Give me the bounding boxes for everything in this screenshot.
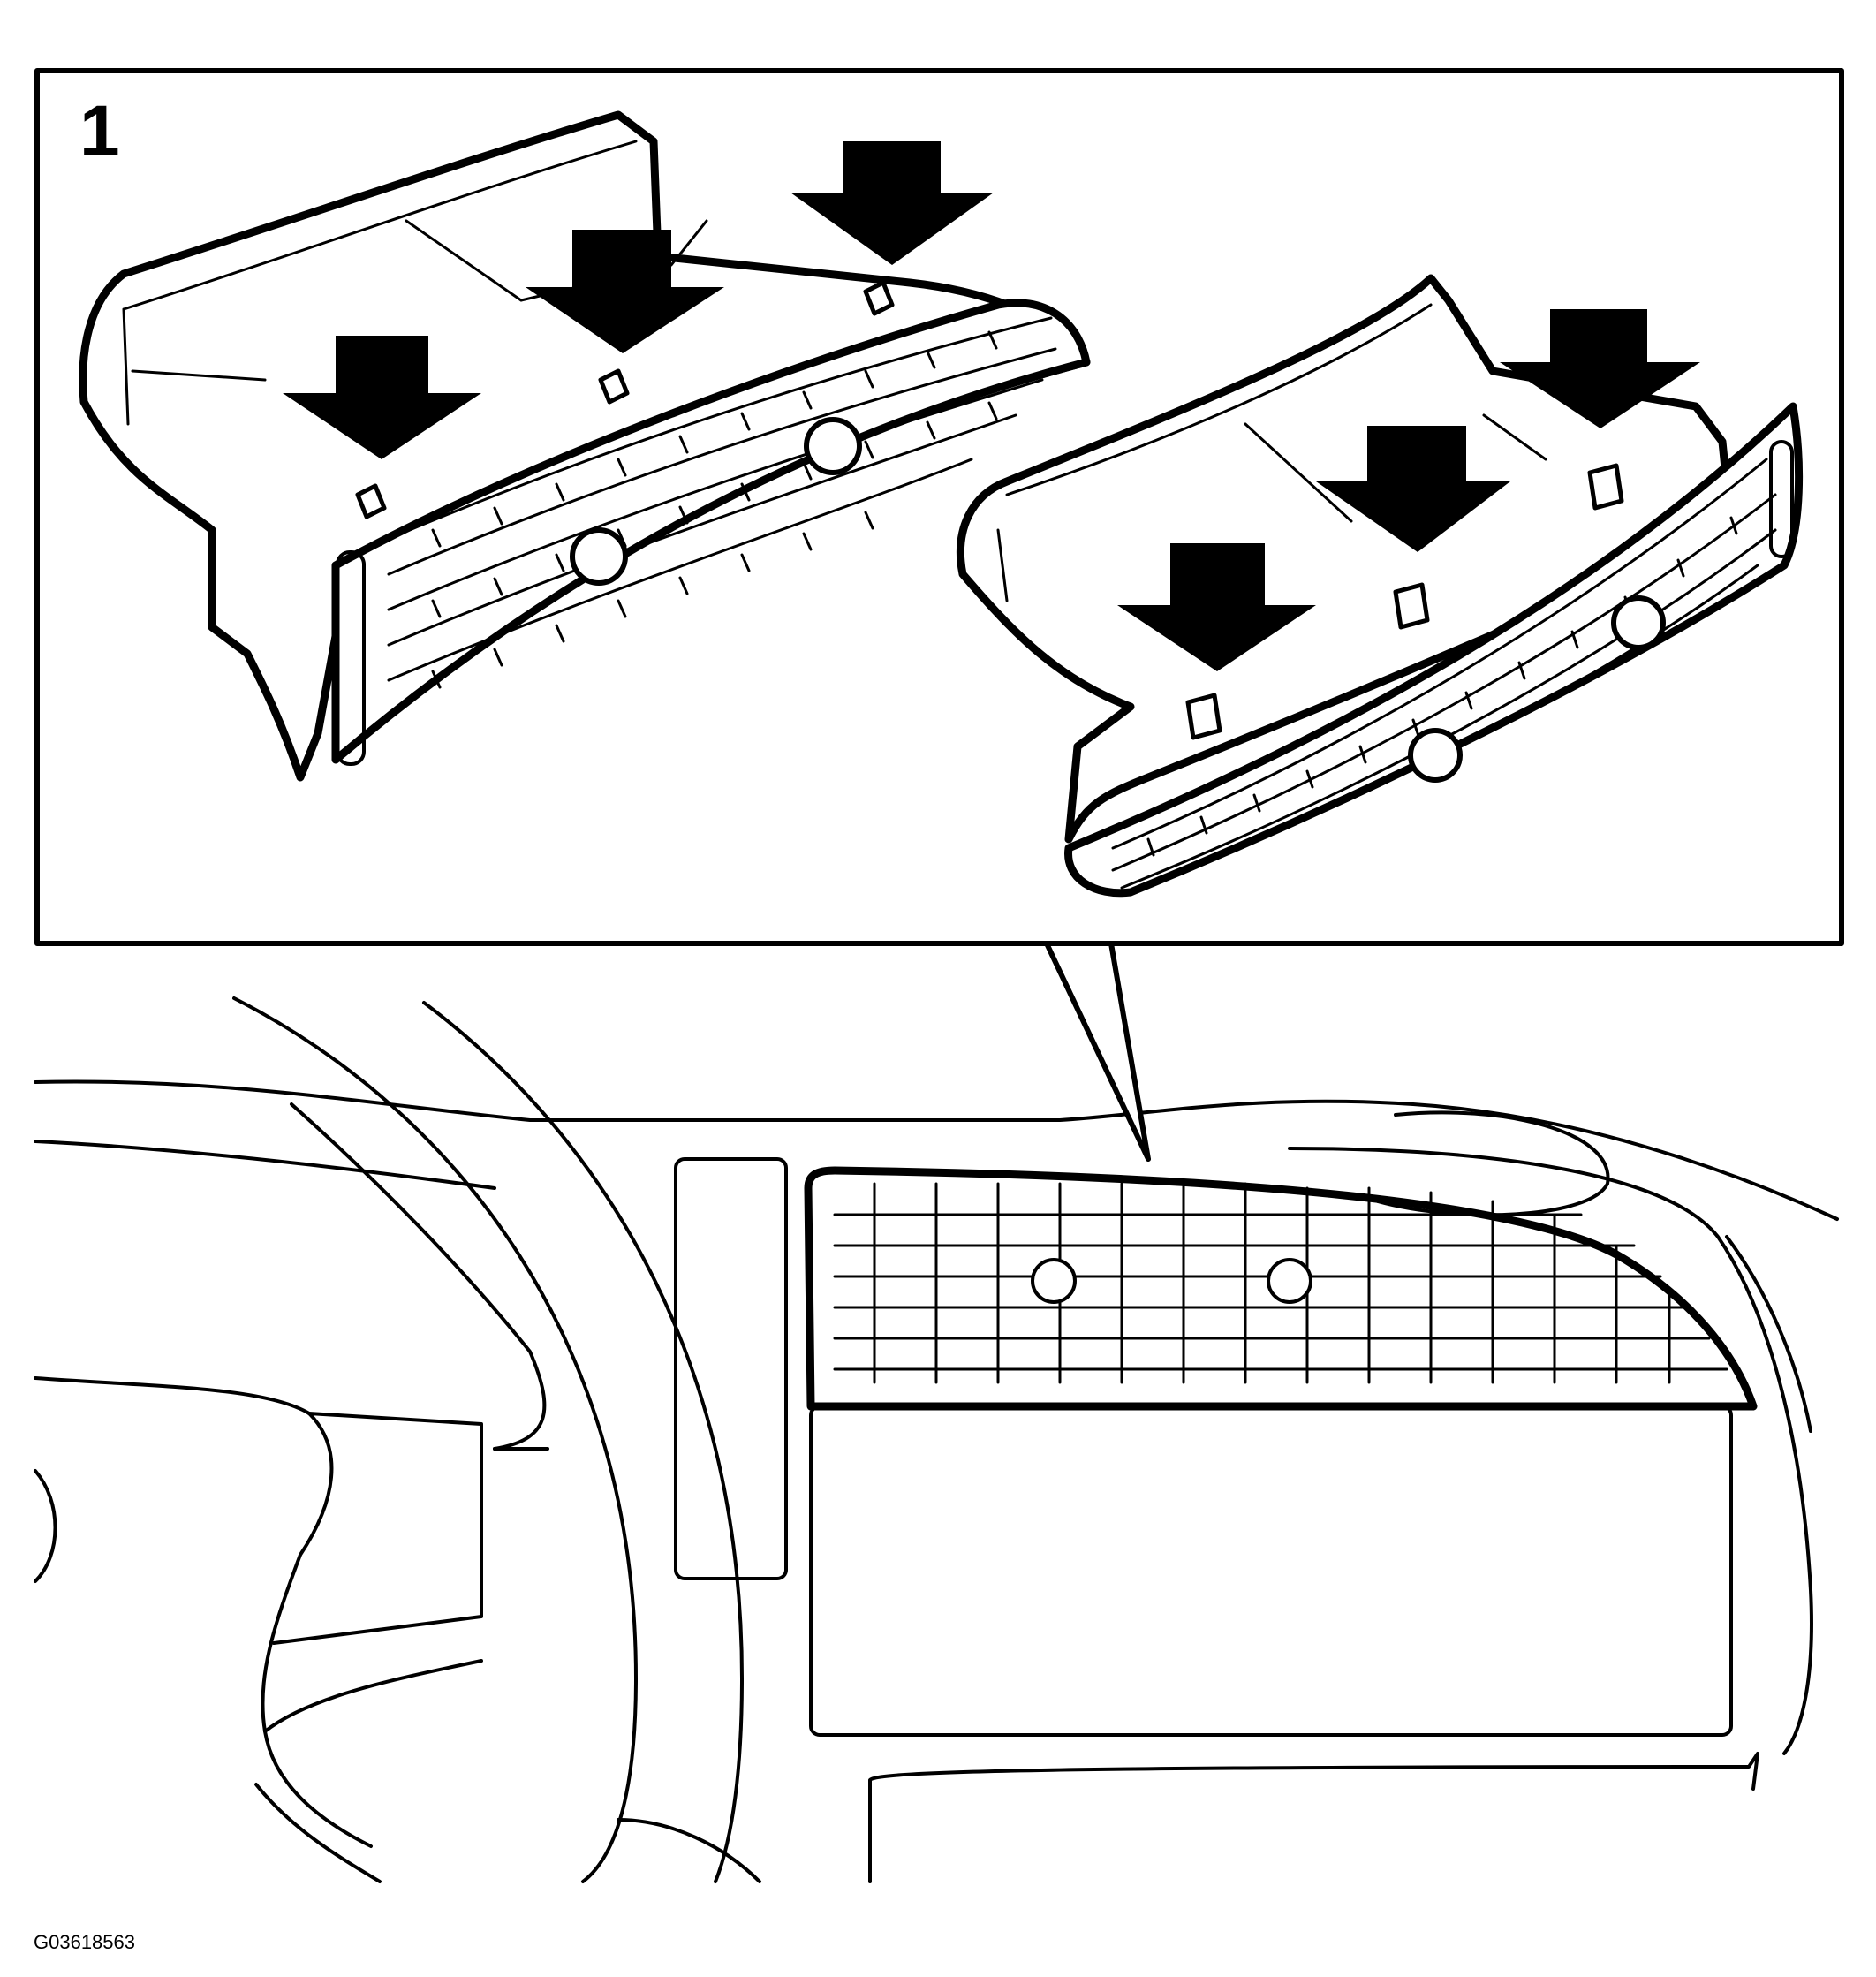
release-arrow-3 [790,141,994,265]
grille-left-knob-1 [570,527,628,586]
release-arrow-4 [1117,543,1316,671]
grille-left-teeth [431,330,998,689]
callout-pointer [1044,941,1151,1162]
wheel-lower [254,1783,382,1883]
dash-curve-left [290,1102,547,1451]
housing-left-inner [122,140,638,426]
vent-outline [804,1166,1758,1411]
clip-left-2 [598,368,630,405]
grille-left-slats [387,316,1057,682]
vent-grille-lines [833,1213,1728,1371]
release-arrow-6 [1500,309,1700,428]
clip-right-2 [1393,582,1430,630]
vent-knob-left [1031,1258,1077,1304]
dash-top-line-2 [34,1140,496,1190]
grille-right-slats [1111,458,1777,890]
release-arrows-left [283,141,994,459]
grille-right-knob-2 [1611,595,1666,650]
figure-id: G03618563 [34,1931,135,1953]
release-arrow-5 [1316,426,1510,552]
center-panel [674,1157,788,1580]
clip-left-1 [355,483,387,519]
dashboard-vent [804,1166,1758,1411]
grille-left-side [336,550,366,766]
left-arc [34,1469,57,1583]
step-number: 1 [79,91,120,171]
lower-arc [617,1818,761,1883]
steering-wheel-inner [422,1001,744,1883]
clip-left-3 [863,280,895,316]
release-arrow-1 [283,336,481,459]
dashboard-view [34,996,1839,1883]
dash-right-edge-2 [1725,1235,1812,1433]
steering-wheel-outer [232,996,638,1883]
release-arrow-2 [526,230,724,353]
glovebox [809,1405,1733,1737]
grille-right-side [1769,440,1794,558]
release-arrows-right [1117,309,1700,671]
clip-right-1 [1185,693,1222,740]
housing-right-inner [996,303,1547,602]
dash-top-line [34,1079,1839,1221]
wheel-hub [263,1659,483,1733]
wheel-spoke-2 [272,1412,483,1645]
vent-unit-left [79,110,1091,782]
lower-trim [868,1752,1759,1883]
grille-right-knob-1 [1408,728,1463,783]
vent-unit-right [956,274,1804,898]
grille-left-knob-2 [804,417,862,475]
clip-right-3 [1587,463,1624,511]
wheel-spoke [34,1376,373,1848]
vent-knob-right [1267,1258,1312,1304]
dash-right-edge [1288,1147,1813,1755]
